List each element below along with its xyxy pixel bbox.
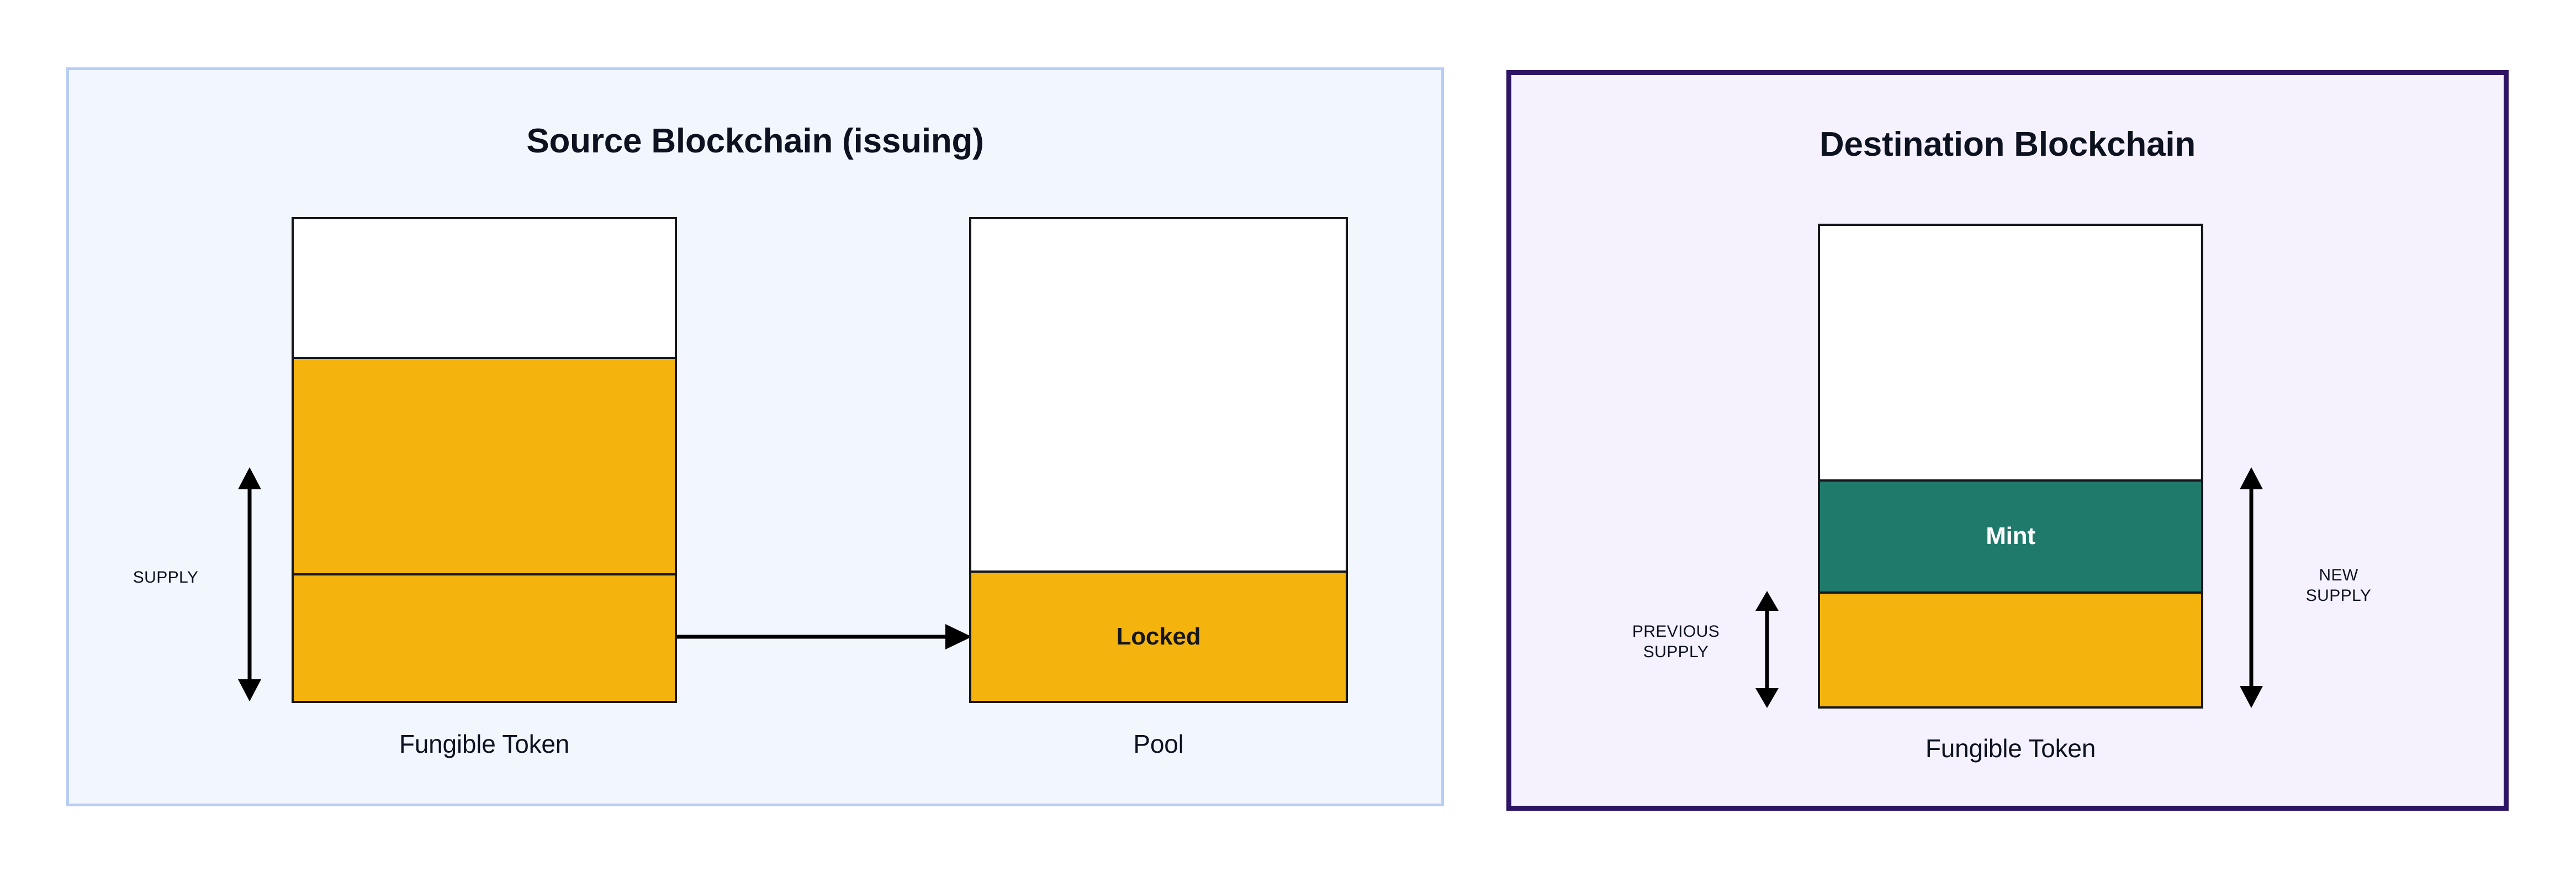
source-fungible-token-stack xyxy=(292,217,677,703)
previous-supply-measure-arrow xyxy=(1755,591,1779,708)
source-panel-title: Source Blockchain (issuing) xyxy=(526,122,984,160)
source-token-supply-upper-segment xyxy=(294,357,675,573)
pool-headroom-segment xyxy=(971,219,1346,570)
destination-token-headroom-segment xyxy=(1820,226,2201,479)
destination-fungible-token-stack: Mint xyxy=(1818,224,2203,709)
destination-token-previous-supply-segment xyxy=(1820,591,2201,706)
previous-supply-measure-label: PREVIOUS SUPPLY xyxy=(1632,622,1720,661)
supply-measure-arrow xyxy=(237,467,262,701)
pool-caption: Pool xyxy=(1133,730,1184,758)
destination-token-mint-segment: Mint xyxy=(1820,479,2201,592)
pool-stack: Locked xyxy=(969,217,1348,703)
destination-token-mint-label: Mint xyxy=(1986,522,2035,550)
destination-panel-title: Destination Blockchain xyxy=(1819,125,2196,163)
lock-transfer-arrow xyxy=(677,623,972,651)
supply-measure-label: SUPPLY xyxy=(133,568,199,587)
source-token-headroom-segment xyxy=(294,219,675,357)
new-supply-measure-label: NEW SUPPLY xyxy=(2305,566,2372,605)
source-fungible-token-caption: Fungible Token xyxy=(399,730,570,758)
new-supply-measure-arrow xyxy=(2239,467,2263,708)
destination-fungible-token-caption: Fungible Token xyxy=(1925,734,2096,763)
pool-locked-label: Locked xyxy=(1116,622,1201,650)
pool-locked-segment: Locked xyxy=(971,570,1346,701)
source-token-supply-lower-segment xyxy=(294,573,675,701)
